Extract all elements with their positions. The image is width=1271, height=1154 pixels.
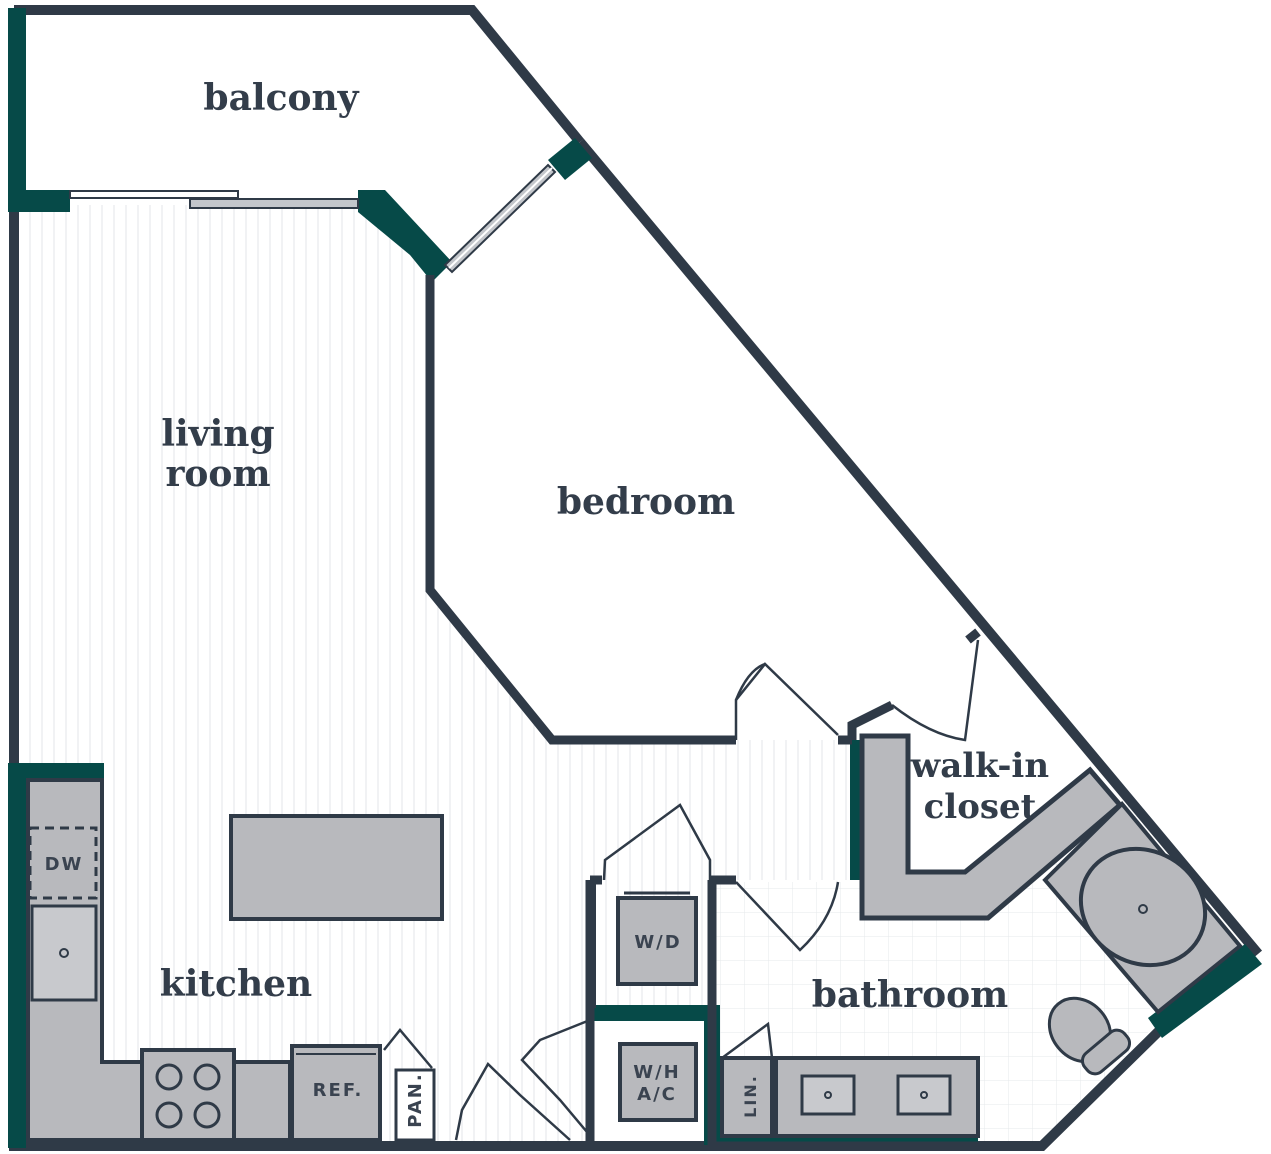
- label-pantry: PAN.: [405, 1072, 426, 1127]
- label-closet-line2: closet: [924, 787, 1037, 827]
- label-dishwasher: DW: [45, 854, 84, 875]
- label-refrigerator: REF.: [313, 1080, 364, 1101]
- tub-drain-icon: [1138, 904, 1148, 914]
- balcony-sliding-door: [69, 190, 359, 209]
- sink-drain-icon: [824, 1091, 832, 1099]
- closet-shelving: [859, 733, 1124, 921]
- label-balcony: balcony: [203, 77, 359, 119]
- sink-drain-icon: [59, 948, 69, 958]
- pantry: [394, 1068, 436, 1142]
- vanity-sink-left: [800, 1074, 856, 1116]
- label-linen: LIN.: [741, 1074, 760, 1118]
- label-bathroom: bathroom: [812, 974, 1008, 1016]
- interior-walls: [425, 275, 1040, 1151]
- label-washer-dryer: W/D: [634, 932, 681, 953]
- linen-closet: [720, 1056, 774, 1138]
- sink-drain-icon: [920, 1091, 928, 1099]
- burner-icons: [155, 1063, 221, 1129]
- kitchen-sink: [30, 904, 98, 1002]
- vanity-sink-right: [896, 1074, 952, 1116]
- bedroom-balcony-door: [443, 163, 557, 274]
- label-kitchen: kitchen: [160, 963, 312, 1005]
- dishwasher: [28, 826, 98, 900]
- bathtub: [1078, 846, 1208, 968]
- label-living-line2: room: [165, 453, 270, 495]
- refrigerator: [290, 1044, 382, 1142]
- label-closet-line1: walk-in: [910, 746, 1049, 786]
- range-stove: [140, 1048, 236, 1142]
- washer-dryer-closet: [586, 880, 698, 1008]
- kitchen-island: [229, 814, 444, 921]
- label-living-line1: living: [161, 413, 274, 455]
- toilet-icon: [1047, 996, 1132, 1076]
- door-swings: [383, 639, 980, 1141]
- label-bedroom: bedroom: [557, 481, 735, 523]
- label-water-heater-line1: W/H: [633, 1062, 681, 1083]
- label-water-heater-line2: A/C: [637, 1084, 677, 1105]
- water-heater: [618, 1042, 698, 1122]
